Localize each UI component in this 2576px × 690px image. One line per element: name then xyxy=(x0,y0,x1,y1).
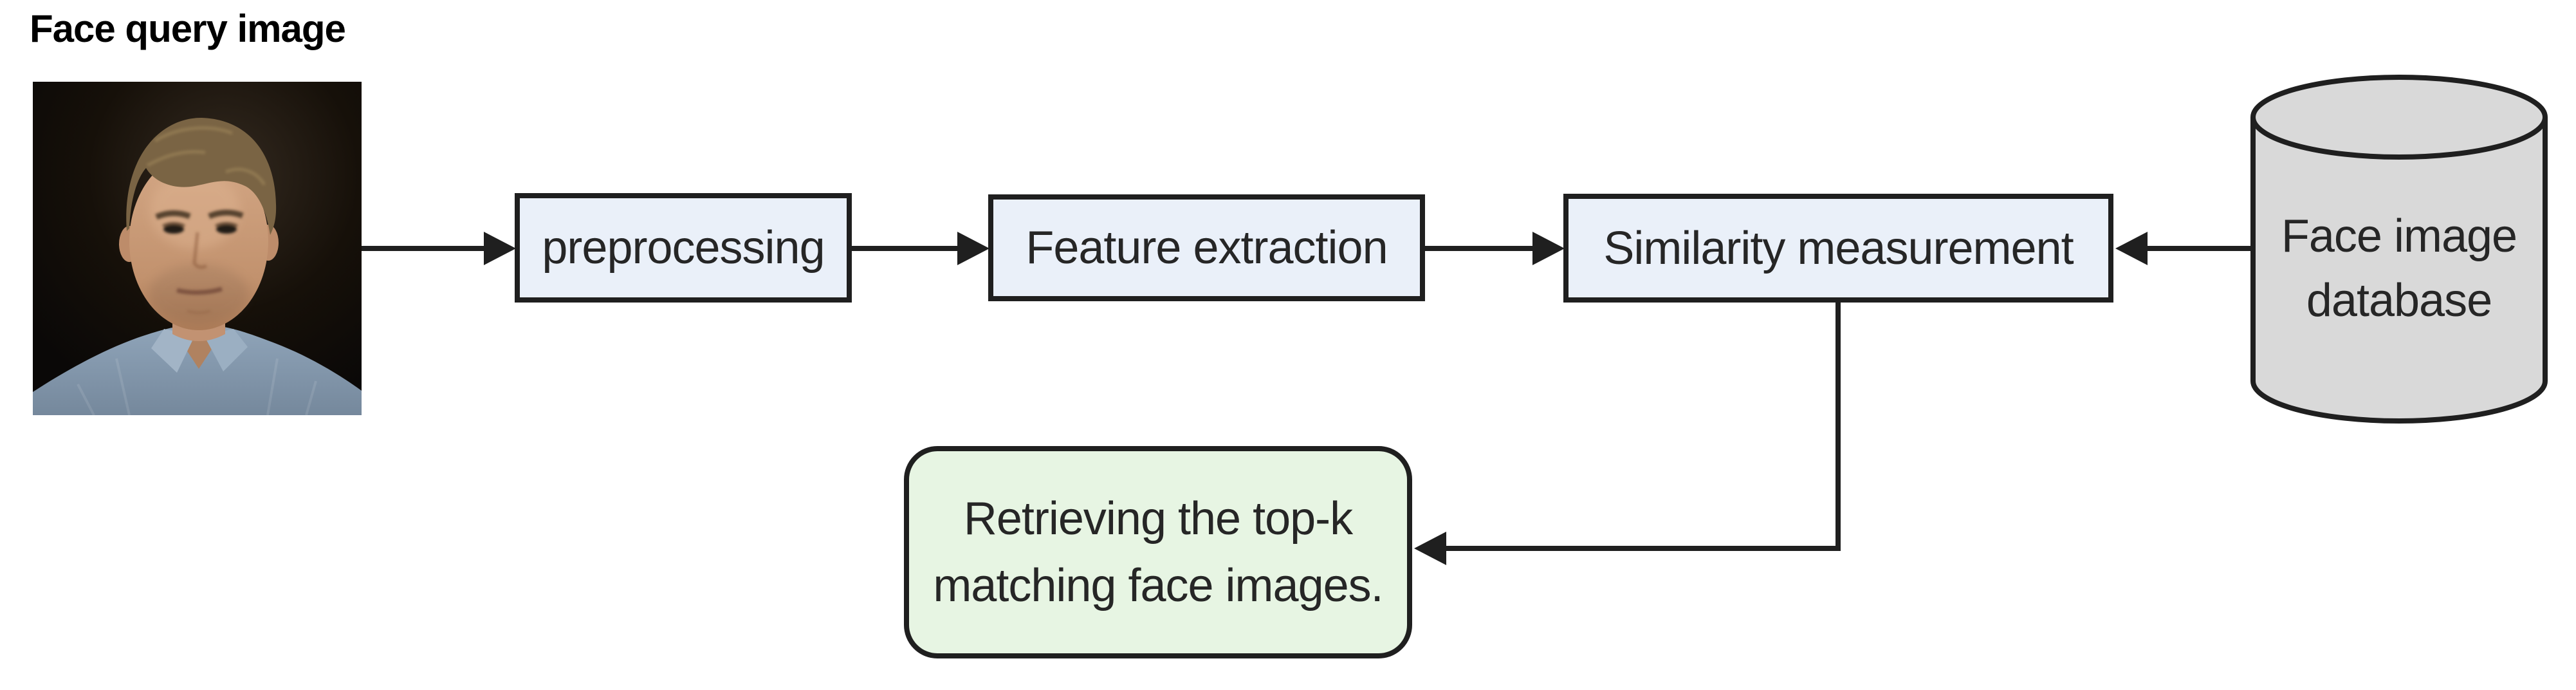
cylinder-body xyxy=(2250,75,2548,424)
result-label-line2: matching face images. xyxy=(933,560,1383,611)
portrait-shirt xyxy=(33,324,362,415)
database-label-line2: database xyxy=(2306,275,2492,326)
node-feature-extraction: Feature extraction xyxy=(988,194,1425,301)
eyelid-left xyxy=(162,222,185,227)
node-retrieval-result: Retrieving the top-k matching face image… xyxy=(904,446,1412,658)
arrowhead-into-similarity-right xyxy=(2115,232,2148,265)
eye-left xyxy=(163,225,184,234)
portrait-hair xyxy=(126,118,277,235)
node-similarity-measurement-label: Similarity measurement xyxy=(1603,222,2074,274)
chin-crease xyxy=(187,310,211,314)
eyelid-right xyxy=(215,222,238,227)
database-label-line1: Face image xyxy=(2281,210,2517,262)
arrowhead-into-result xyxy=(1414,532,1446,565)
portrait-illustration xyxy=(33,82,362,415)
database-cylinder-icon xyxy=(2250,75,2548,424)
node-preprocessing-label: preprocessing xyxy=(542,222,825,274)
portrait-collar-left xyxy=(151,329,195,373)
nose xyxy=(192,232,208,269)
hair-highlights xyxy=(146,126,266,186)
portrait-collar-right xyxy=(204,329,248,371)
eyebrow-right xyxy=(208,209,244,219)
node-feature-extraction-label: Feature extraction xyxy=(1026,222,1388,274)
query-image-label: Face query image xyxy=(30,7,346,50)
database-label: Face image database xyxy=(2248,75,2550,424)
node-face-image-database: Face image database xyxy=(2248,75,2550,424)
arrowhead-into-preprocessing xyxy=(484,232,516,265)
result-label-line1: Retrieving the top-k xyxy=(963,493,1353,545)
arrow-similarity-to-result-line xyxy=(1445,301,1841,551)
arrowhead-into-feature xyxy=(957,232,989,265)
eyebrow-left xyxy=(155,210,191,220)
cylinder-rim xyxy=(2250,117,2548,160)
node-similarity-measurement: Similarity measurement xyxy=(1563,194,2113,303)
mouth xyxy=(176,286,223,295)
arrowhead-into-similarity-left xyxy=(1532,232,1565,265)
shirt-texture xyxy=(77,358,317,415)
eye-right xyxy=(216,225,237,234)
face-query-photo xyxy=(33,82,362,415)
node-preprocessing: preprocessing xyxy=(515,193,852,303)
